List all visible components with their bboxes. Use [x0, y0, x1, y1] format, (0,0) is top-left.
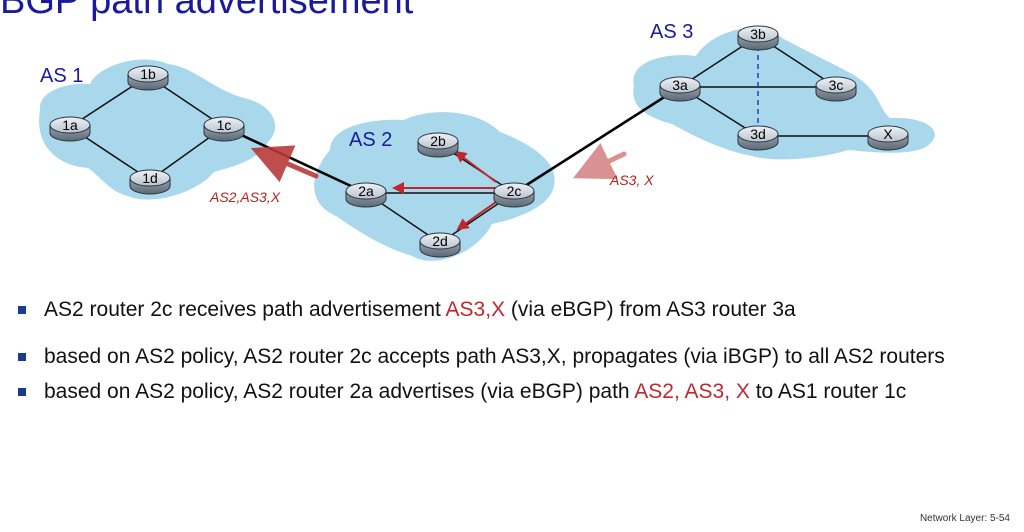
router-label: X: [883, 126, 893, 142]
router-3b: 3b: [737, 25, 779, 51]
as2-cloud: [314, 112, 555, 261]
router-1a: 1a: [49, 116, 91, 142]
bullet-1-highlight: AS3,X: [445, 298, 506, 321]
bullet-1-text-end: (via eBGP) from AS3 router 3a: [505, 298, 796, 321]
as3-label: AS 3: [650, 21, 693, 43]
bullet-marker: [18, 388, 26, 396]
router-3d: 3d: [737, 125, 779, 151]
router-2a: 2a: [345, 182, 387, 208]
router-label: 2a: [358, 183, 374, 199]
bullet-3-text-end: to AS1 router 1c: [749, 380, 907, 403]
advertisement-arrow-to-1c: [250, 145, 319, 183]
router-1b: 1b: [127, 65, 169, 91]
router-3c: 3c: [815, 76, 857, 102]
router-label: 2d: [432, 233, 448, 249]
bullet-marker: [18, 306, 26, 314]
bullet-2-text: based on AS2 policy, AS2 router 2c accep…: [44, 345, 945, 368]
router-x: X: [867, 125, 909, 151]
as1-cloud: [39, 59, 276, 200]
as3-cloud: [633, 27, 935, 160]
bullet-3-text: based on AS2 policy, AS2 router 2a adver…: [44, 380, 635, 403]
router-label: 3b: [750, 26, 766, 42]
router-2d: 2d: [419, 232, 461, 258]
bullet-list: AS2 router 2c receives path advertisemen…: [18, 296, 1008, 405]
slide-footer: Network Layer: 5-54: [919, 513, 1010, 524]
slide-title: BGP path advertisement: [0, 0, 414, 22]
router-2c: 2c: [493, 182, 535, 208]
bullet-item-1: AS2 router 2c receives path advertisemen…: [18, 296, 1008, 323]
bullet-item-3: based on AS2 policy, AS2 router 2a adver…: [18, 378, 1008, 405]
router-label: 2c: [507, 183, 522, 199]
routers: 1a 1b 1c 1d 2a 2b 2c 2d 3a 3b 3c 3d X: [49, 25, 909, 258]
router-label: 1d: [142, 170, 158, 186]
router-label: 1c: [217, 117, 232, 133]
bullet-item-2: based on AS2 policy, AS2 router 2c accep…: [18, 343, 1008, 370]
router-label: 3c: [829, 77, 844, 93]
as2-label: AS 2: [349, 129, 392, 151]
advertisement-label-as2-as3-x: AS2,AS3,X: [209, 189, 281, 205]
advertisement-arrow-to-2c: [572, 143, 627, 180]
advertisement-label-as3-x: AS3, X: [609, 172, 654, 188]
router-1d: 1d: [129, 169, 171, 195]
router-label: 3d: [750, 126, 766, 142]
router-label: 2b: [430, 133, 446, 149]
bullet-1-text: AS2 router 2c receives path advertisemen…: [44, 298, 446, 321]
router-label: 1b: [140, 66, 156, 82]
router-label: 3a: [672, 77, 688, 93]
router-label: 1a: [62, 117, 78, 133]
link-2c-3a: [513, 85, 681, 195]
router-3a: 3a: [659, 76, 701, 102]
bgp-network-diagram: AS 1 AS 2 AS 3 AS2,AS3,X AS3, X 1a 1b 1c 1d…: [39, 21, 935, 261]
ibgp-arrow-2c-2d: [456, 201, 497, 231]
router-1c: 1c: [203, 116, 245, 142]
bullet-marker: [18, 353, 26, 361]
bullet-3-highlight: AS2, AS3, X: [634, 380, 750, 403]
as1-label: AS 1: [40, 65, 83, 87]
ibgp-arrows: [392, 150, 497, 231]
router-2b: 2b: [417, 132, 459, 158]
ibgp-arrow-2c-2b: [454, 150, 497, 183]
